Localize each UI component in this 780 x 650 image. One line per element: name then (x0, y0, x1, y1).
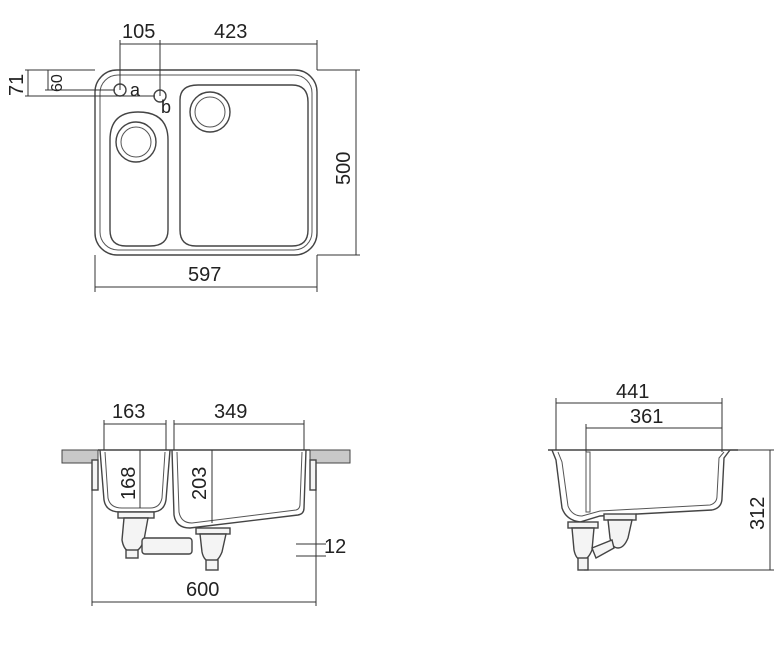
front-drain-left-flange (117, 511, 155, 519)
front-clip-right (309, 459, 317, 491)
dim-168-label: 168 (118, 467, 140, 500)
dim-12-label: 12 (324, 536, 346, 558)
dim-600-label: 600 (186, 579, 219, 601)
dim-203-label: 203 (189, 467, 211, 500)
side-drain-left-body (571, 527, 595, 561)
dim-597-label: 597 (188, 264, 221, 286)
small-bowl-drain (115, 121, 157, 163)
front-drain-right-body (199, 533, 227, 563)
dim-361-label: 361 (630, 406, 663, 428)
side-bowl-inner (557, 451, 725, 517)
dim-423-label: 423 (214, 21, 247, 43)
side-bowl (551, 449, 731, 523)
dim-349-label: 349 (214, 401, 247, 423)
dim-441-label: 441 (616, 381, 649, 403)
front-trap-outlet (205, 559, 219, 571)
side-drain-left-flange (567, 521, 599, 529)
small-bowl-outline (109, 111, 169, 247)
dim-500-label: 500 (333, 152, 355, 185)
side-trap-outlet (577, 557, 589, 571)
small-bowl-drain-inner (120, 126, 152, 158)
top-view-inner-rim (99, 74, 313, 251)
large-bowl-drain (189, 91, 231, 133)
front-large-bowl (171, 449, 307, 529)
side-inner-wall (585, 451, 591, 513)
front-section-view: 163 349 168 203 12 600 (61, 401, 351, 606)
dim-105-label: 105 (122, 21, 155, 43)
top-view-outer-rim (94, 69, 318, 256)
countertop-left-slab (61, 449, 99, 464)
side-trap-link (591, 539, 615, 559)
large-bowl-outline (179, 84, 309, 247)
front-clip-left (91, 459, 99, 491)
front-trap-left-outlet (125, 549, 139, 559)
dim-71-label: 71 (6, 74, 28, 96)
side-section-view: 441 361 312 (548, 381, 774, 571)
dim-163-label: 163 (112, 401, 145, 423)
front-large-bowl-inner (176, 451, 303, 524)
top-view: a b 105 423 71 60 500 597 (6, 21, 360, 292)
front-overflow-pipe (141, 537, 193, 555)
dim-60-label: 60 (49, 74, 66, 92)
countertop-right-slab (309, 449, 351, 464)
front-small-bowl-inner (104, 451, 166, 509)
tap-hole-b-label: b (161, 97, 171, 117)
large-bowl-drain-inner (194, 96, 226, 128)
dim-312-label: 312 (747, 497, 769, 530)
tap-hole-a-label: a (130, 80, 141, 100)
side-drain-right-flange (603, 513, 637, 521)
front-drain-right-flange (195, 527, 231, 535)
